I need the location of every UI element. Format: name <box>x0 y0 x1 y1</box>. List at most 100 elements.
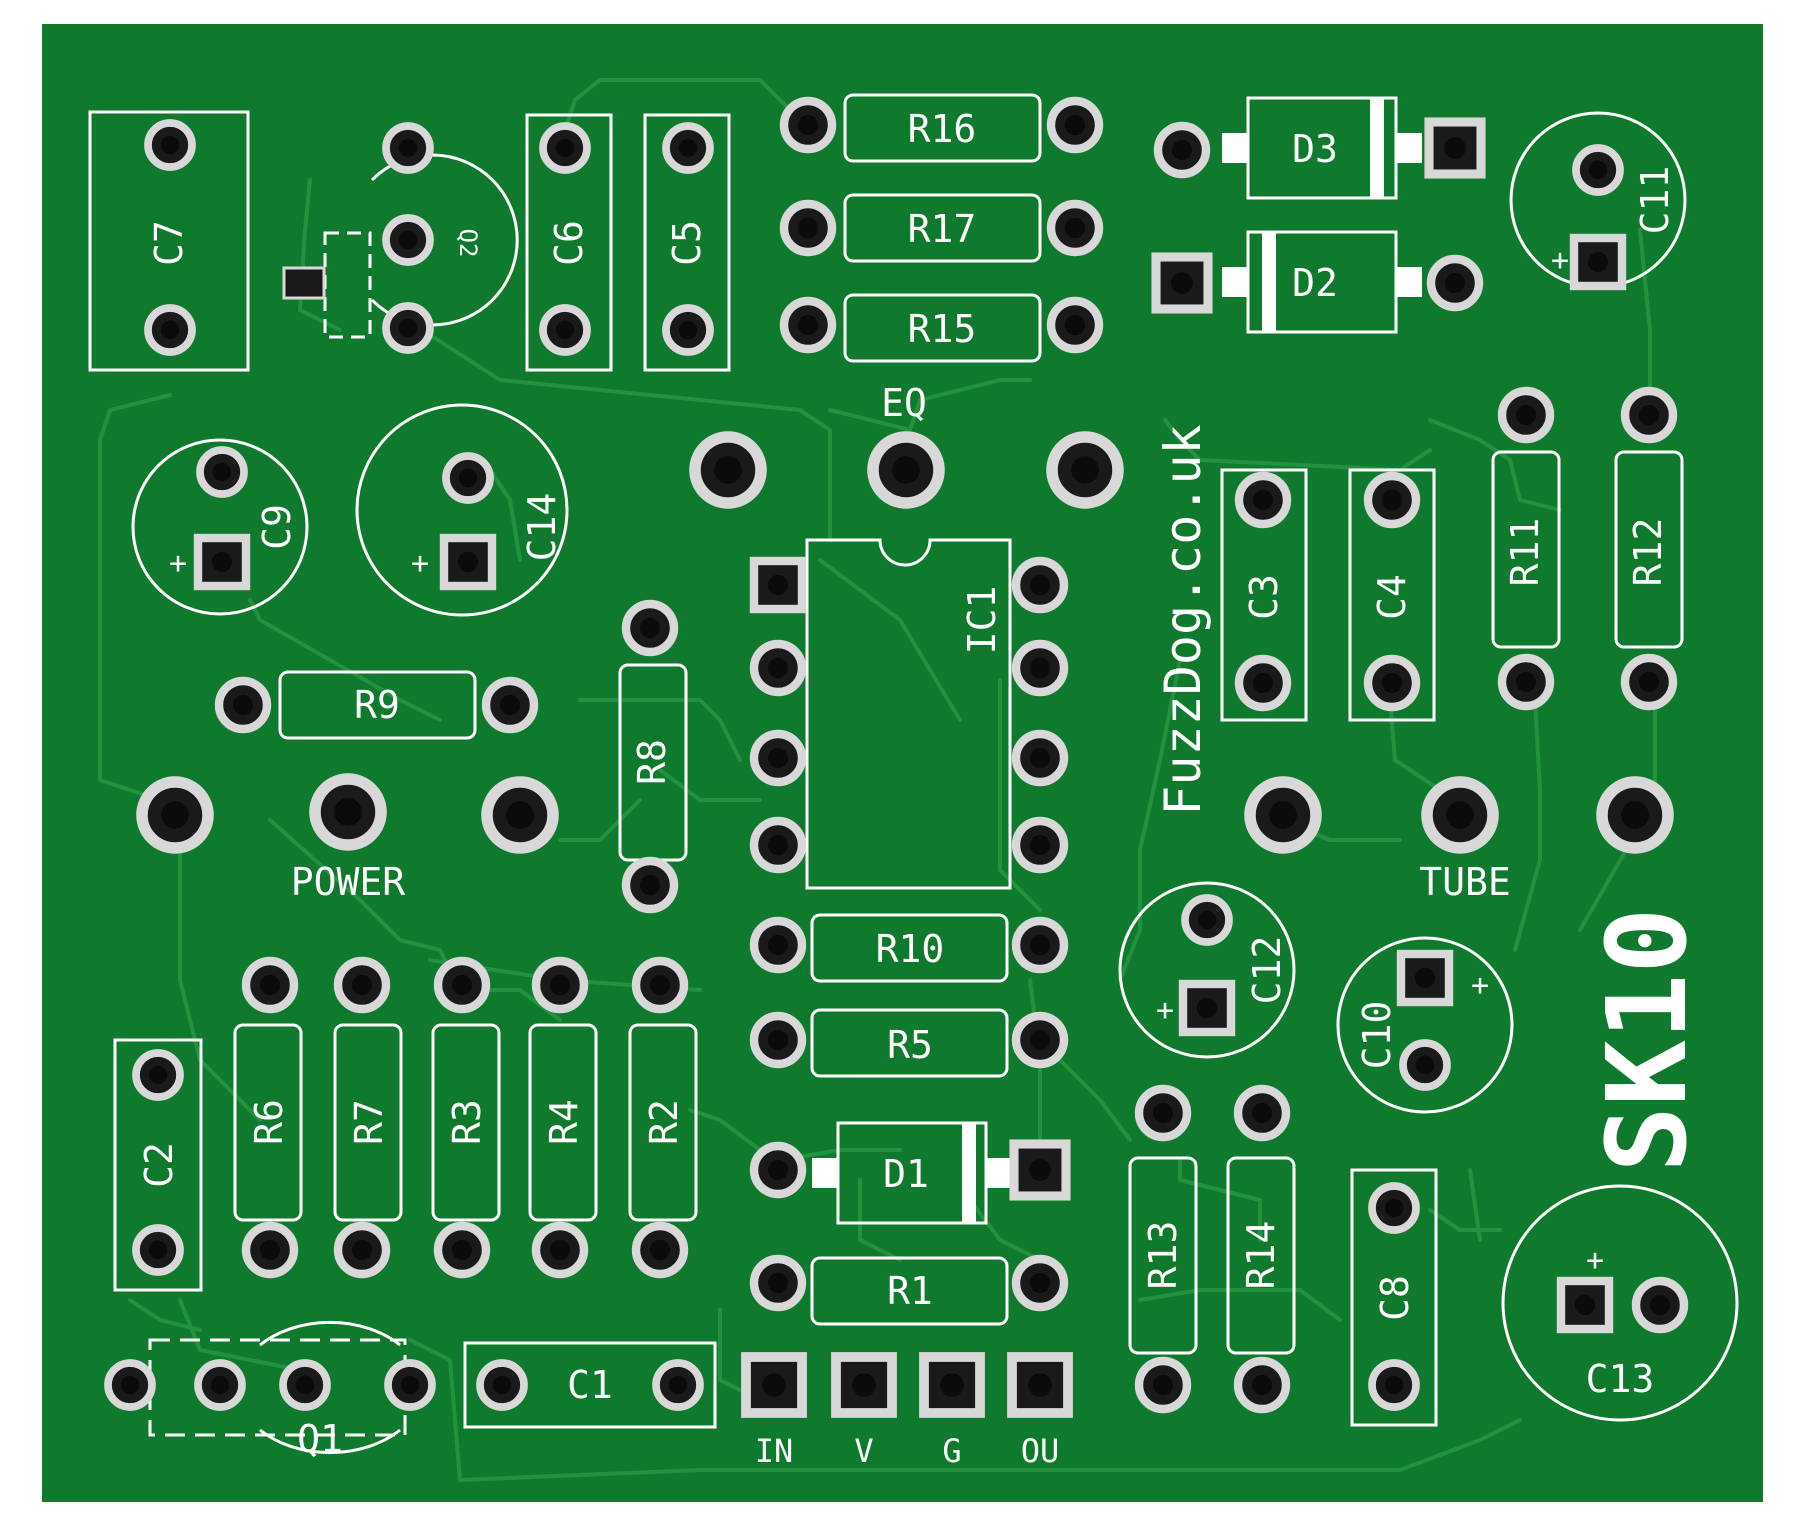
drill-hole <box>767 574 789 596</box>
label-d1: D1 <box>883 1152 929 1196</box>
label-r17: R17 <box>908 207 977 251</box>
drill-hole <box>1638 404 1660 426</box>
label-out: OU <box>1021 1432 1060 1470</box>
drill-hole <box>161 801 189 829</box>
label-c11: C11 <box>1633 166 1677 235</box>
drill-hole <box>1152 1374 1174 1396</box>
plus-c11: + <box>1551 243 1569 278</box>
drill-hole <box>649 1239 671 1261</box>
drill-hole <box>1414 967 1436 989</box>
plus-c13: + <box>1586 1243 1604 1278</box>
drill-hole <box>1574 1294 1596 1316</box>
label-r4: R4 <box>542 1099 586 1145</box>
drill-hole <box>400 1375 420 1395</box>
drill-hole <box>398 230 418 250</box>
drill-hole <box>1381 489 1403 511</box>
drill-hole <box>1621 801 1649 829</box>
plus-c14: + <box>411 546 429 581</box>
label-r12: R12 <box>1626 518 1670 587</box>
label-ic1: IC1 <box>960 586 1004 655</box>
label-r8: R8 <box>630 739 674 785</box>
drill-hole <box>398 318 418 338</box>
drill-hole <box>259 974 281 996</box>
drill-hole <box>1587 251 1609 273</box>
label-r16: R16 <box>908 107 977 151</box>
drill-hole <box>1071 456 1099 484</box>
label-r13: R13 <box>1141 1221 1185 1290</box>
drill-hole <box>1252 672 1274 694</box>
website-label: FuzzDog.co.uk <box>1154 424 1212 815</box>
label-c14: C14 <box>520 493 564 562</box>
drill-hole <box>451 1239 473 1261</box>
drill-hole <box>639 874 661 896</box>
component-labels: C7 Q2 C6 C5 R16 R17 R15 D3 D2 C11 EQ C9 … <box>137 107 1677 1470</box>
drill-hole <box>1196 997 1218 1019</box>
drill-hole <box>1444 272 1466 294</box>
label-eq: EQ <box>881 381 927 425</box>
label-r9: R9 <box>354 683 400 727</box>
label-g: G <box>942 1432 961 1470</box>
drill-hole <box>767 934 789 956</box>
drill-hole <box>1064 314 1086 336</box>
drill-hole <box>295 1375 315 1395</box>
drill-hole <box>451 974 473 996</box>
label-tube: TUBE <box>1419 860 1511 904</box>
drill-hole <box>668 1375 688 1395</box>
drill-hole <box>767 657 789 679</box>
label-r15: R15 <box>908 307 977 351</box>
drill-hole <box>1415 1055 1435 1075</box>
label-v: V <box>854 1432 873 1470</box>
drill-hole <box>211 551 233 573</box>
label-c8: C8 <box>1373 1275 1417 1321</box>
label-c6: C6 <box>547 220 591 266</box>
drill-hole <box>1381 672 1403 694</box>
drill-hole <box>852 1373 876 1397</box>
drill-hole <box>1064 217 1086 239</box>
drill-hole <box>1444 137 1466 159</box>
label-c9: C9 <box>255 504 299 550</box>
square-solder-pad <box>919 1352 985 1418</box>
drill-hole <box>351 974 373 996</box>
drill-hole <box>555 320 575 340</box>
drill-hole <box>549 974 571 996</box>
plus-c9: + <box>169 546 187 581</box>
label-r1: R1 <box>887 1269 933 1313</box>
drill-hole <box>259 1239 281 1261</box>
drill-hole <box>1588 160 1608 180</box>
polarity-marks: + + + + + + <box>169 243 1604 1278</box>
drill-hole <box>678 138 698 158</box>
drill-hole <box>1029 1159 1051 1181</box>
label-c2: C2 <box>137 1142 181 1188</box>
drill-hole <box>232 694 254 716</box>
drill-hole <box>649 974 671 996</box>
drill-hole <box>714 456 742 484</box>
label-power: POWER <box>291 860 406 904</box>
label-c10: C10 <box>1355 1001 1399 1070</box>
drill-hole <box>797 114 819 136</box>
label-q1: Q1 <box>297 1417 343 1461</box>
drill-hole <box>555 138 575 158</box>
drill-hole <box>506 801 534 829</box>
drill-hole <box>458 468 478 488</box>
drill-hole <box>120 1375 140 1395</box>
square-solder-pad <box>1007 1352 1073 1418</box>
drill-hole <box>549 1239 571 1261</box>
label-q2: Q2 <box>454 229 482 258</box>
drill-hole <box>1029 747 1051 769</box>
board-name: SK10 <box>1583 908 1711 1173</box>
label-r6: R6 <box>247 1099 291 1145</box>
drill-hole <box>1064 114 1086 136</box>
drill-hole <box>1269 801 1297 829</box>
drill-hole <box>892 456 920 484</box>
drill-hole <box>1515 404 1537 426</box>
drill-hole <box>1029 574 1051 596</box>
drill-hole <box>492 1375 512 1395</box>
drill-hole <box>1638 671 1660 693</box>
drill-hole <box>797 217 819 239</box>
drill-hole <box>160 135 180 155</box>
drill-hole <box>1171 272 1193 294</box>
drill-hole <box>212 462 232 482</box>
plus-c10: + <box>1471 968 1489 1003</box>
drill-hole <box>767 1029 789 1051</box>
